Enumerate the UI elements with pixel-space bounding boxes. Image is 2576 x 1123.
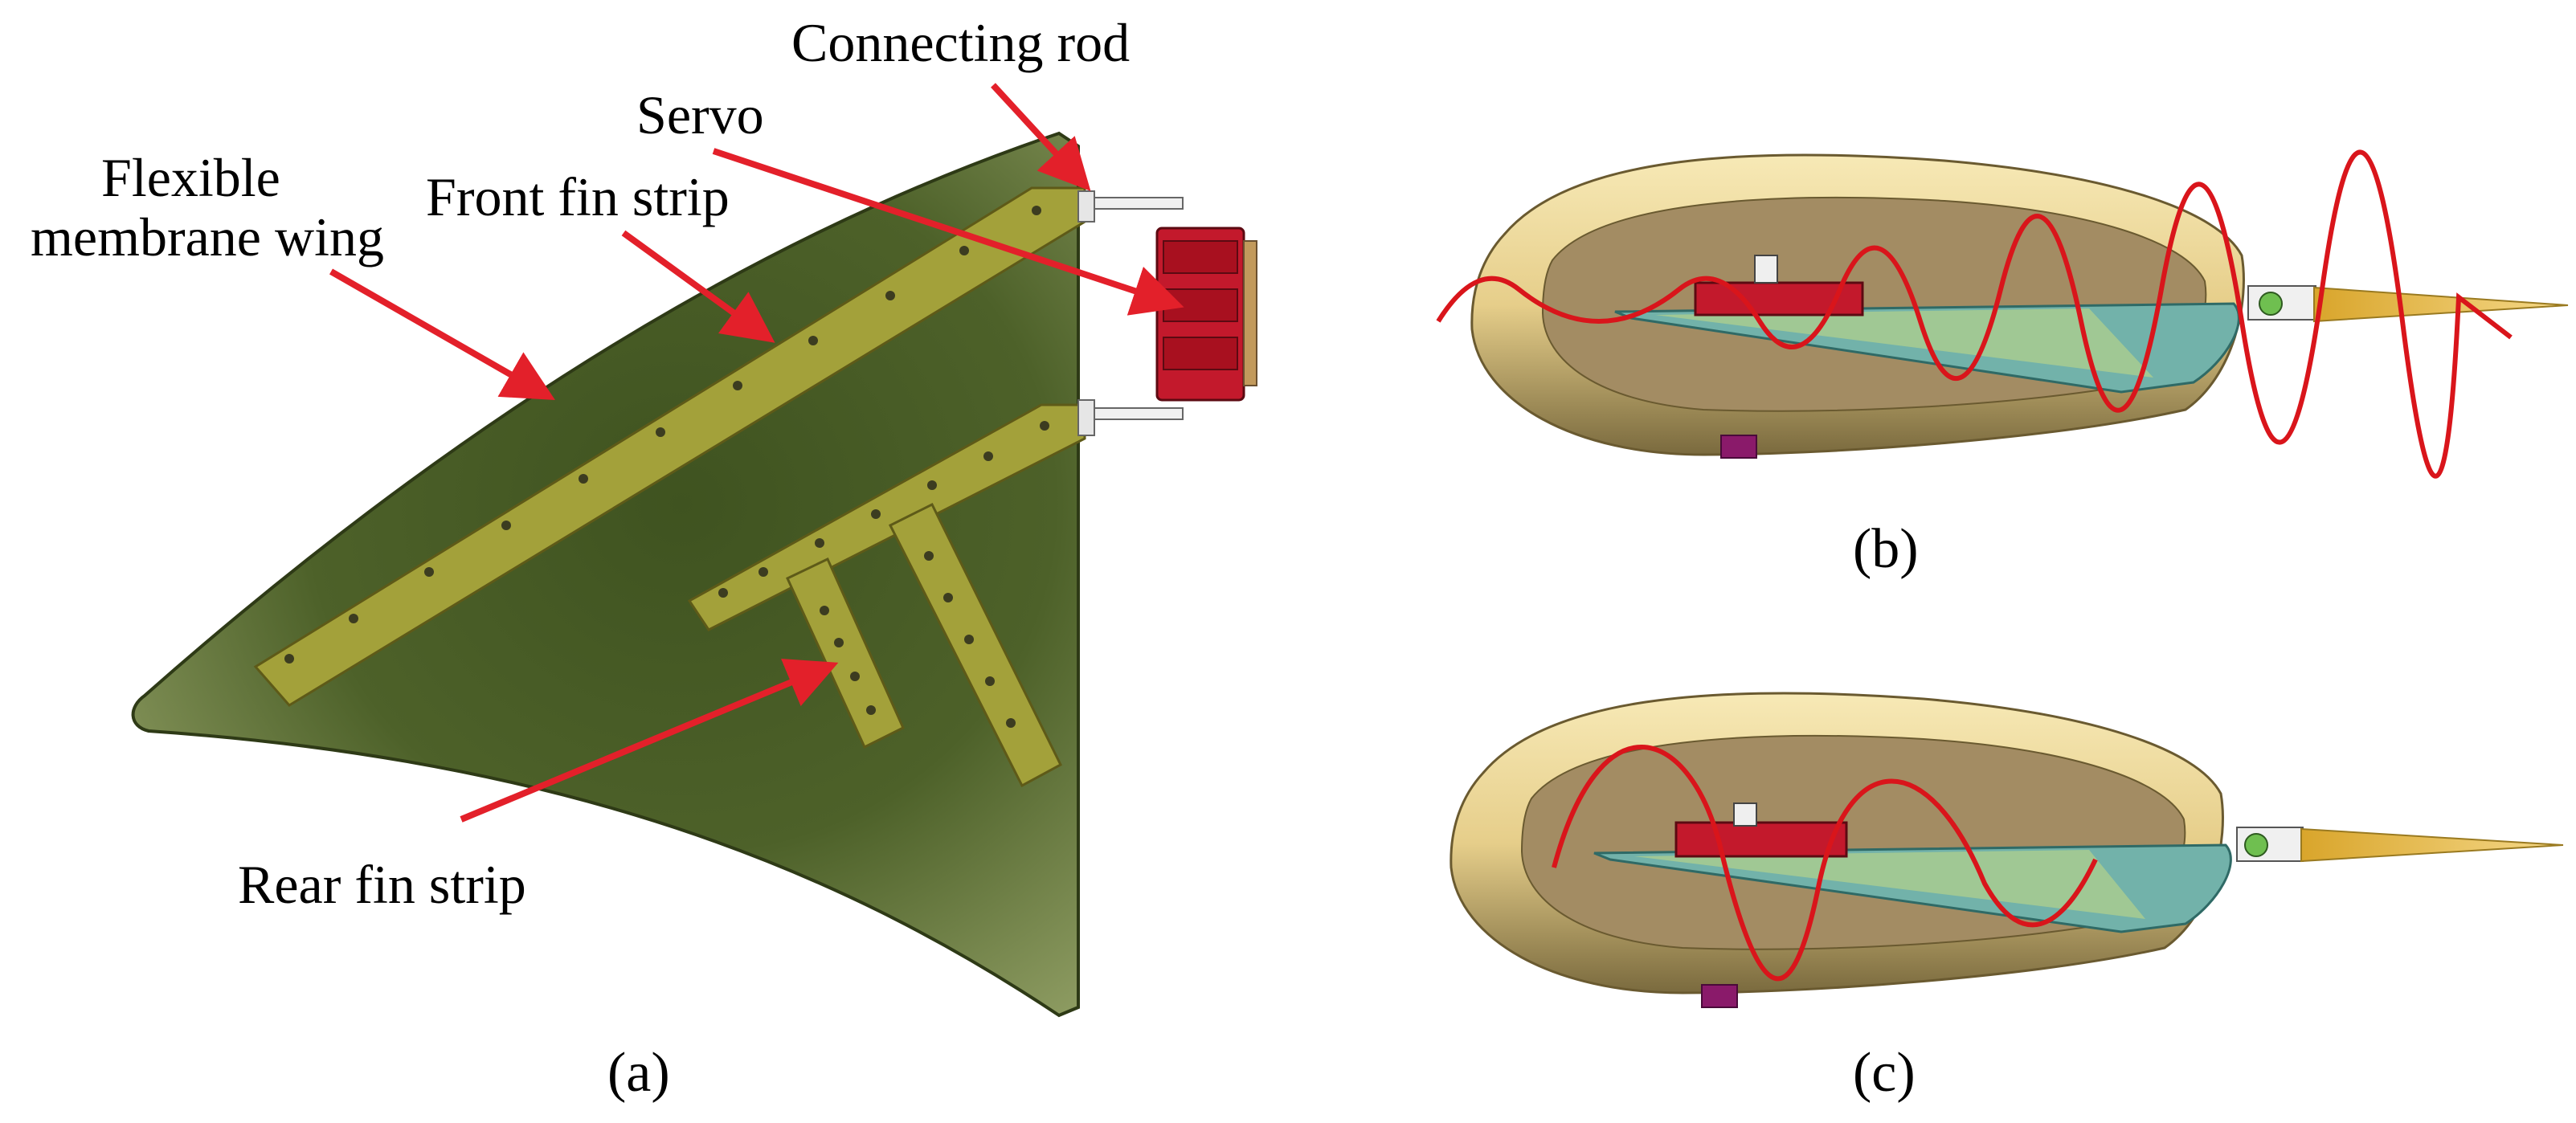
label-connecting-rod: Connecting rod (791, 12, 1130, 73)
panel-b: (b) (1436, 149, 2569, 580)
label-flexible-line2: membrane wing (31, 206, 384, 267)
fin-plate-c (1593, 843, 2232, 933)
caption-b: (b) (1853, 518, 1919, 580)
panel-a: Connecting rod Servo Flexible membrane w… (31, 12, 1257, 1104)
servo-c (1674, 802, 1848, 858)
wave-b (1436, 149, 2513, 479)
servo (1155, 227, 1257, 402)
panel-c: (c) (1450, 692, 2564, 1104)
tail-b (2247, 285, 2569, 323)
arrow-flexible-membrane-wing (329, 268, 555, 400)
callout-arrows (329, 83, 1184, 823)
label-rear-fin-strip: Rear fin strip (238, 854, 526, 915)
arrow-connecting-rod (991, 83, 1091, 191)
arrow-front-fin-strip (621, 230, 775, 343)
connecting-rod (1077, 190, 1184, 436)
rear-fin-strip (687, 403, 1086, 788)
arrow-rear-fin-strip (460, 658, 839, 823)
label-flexible-line1: Flexible (101, 147, 280, 208)
caption-c: (c) (1853, 1042, 1916, 1104)
label-front-fin-strip: Front fin strip (426, 166, 730, 227)
label-servo: Servo (636, 84, 764, 145)
tail-c (2236, 827, 2564, 863)
arrow-servo (712, 148, 1184, 316)
caption-a: (a) (607, 1042, 670, 1104)
wave-c (1552, 745, 2098, 982)
